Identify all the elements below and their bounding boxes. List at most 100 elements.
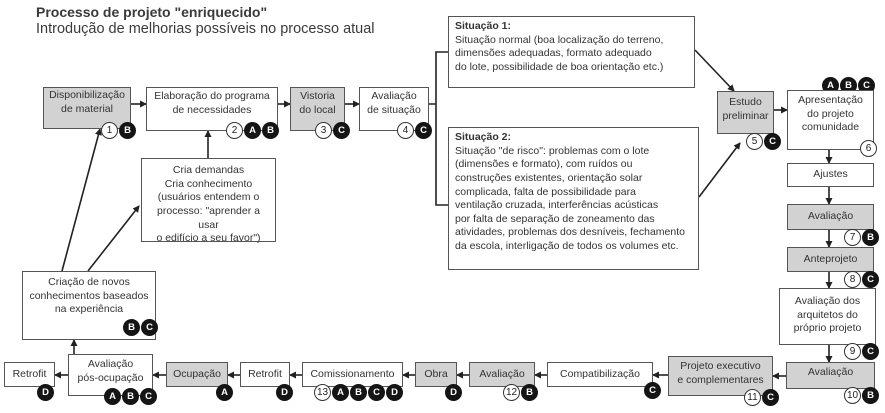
retrofit-mid-label: Retrofit (248, 367, 282, 380)
elaboracao-badges: 2 A B (226, 122, 279, 139)
criacao-conhecimentos-label: Criação de novos conhecimentos baseados … (29, 276, 149, 316)
step-number-12: 12 (503, 384, 520, 401)
ocupacao-box: Ocupação (166, 362, 228, 387)
letter-badge: B (521, 384, 538, 401)
letter-badge: C (862, 343, 879, 360)
letter-badge: B (122, 388, 139, 405)
avaliacao-10-label: Avaliação (807, 365, 854, 378)
apresentacao-box: Apresentação do projeto comunidade (787, 90, 874, 150)
letter-badge: A (104, 388, 121, 405)
arrow-sit2-to-estudo (698, 142, 741, 198)
anteprojeto-box: Anteprojeto (787, 247, 874, 272)
letter-badge: C (762, 389, 779, 406)
criacao-conhecimentos-badges: B C (123, 319, 158, 336)
ajustes-label: Ajustes (813, 168, 848, 181)
apresentacao-top-badges: A B C (822, 77, 875, 94)
obra-box: Obra (415, 362, 457, 387)
retrofit-left-badges: D (37, 384, 54, 401)
letter-badge: D (37, 384, 54, 401)
obra-label: Obra (424, 367, 448, 380)
step-number-1: 1 (101, 122, 118, 139)
estudo-preliminar-badges: 5 C (746, 133, 781, 150)
avaliacao-12-box: Avaliação (469, 362, 535, 387)
avaliacao-10-box: Avaliação (786, 362, 875, 389)
anteprojeto-badges: 8 C (844, 271, 879, 288)
ocupacao-badges: A (216, 384, 233, 401)
letter-badge: A (244, 122, 261, 139)
bracket-situacoes (429, 51, 448, 206)
letter-badge: B (840, 77, 857, 94)
avaliacao-situacao-badges: 4 C (397, 122, 432, 139)
comissionamento-label: Comissionamento (310, 367, 395, 380)
arrow-criacao-to-1 (61, 128, 102, 272)
arrow-criacao-to-demandas (87, 205, 140, 272)
avaliacao-10-badges: 10 B (844, 387, 879, 404)
retrofit-left-box: Retrofit (4, 362, 55, 387)
step-number-8: 8 (844, 271, 861, 288)
criacao-conhecimentos-box: Criação de novos conhecimentos baseados … (22, 271, 156, 340)
letter-badge: A (332, 384, 349, 401)
avaliacao-arquitetos-label: Avaliação dos arquitetos do próprio proj… (793, 295, 862, 335)
cria-demandas-box: Cria demandas Cria conhecimento (usuário… (141, 158, 276, 244)
obra-badges: D (445, 384, 462, 401)
ocupacao-label: Ocupação (173, 367, 221, 380)
step-number-10: 10 (844, 387, 861, 404)
anteprojeto-label: Anteprojeto (803, 252, 858, 265)
diagram-subtitle: Introdução de melhorias possíveis no pro… (36, 21, 375, 37)
projeto-executivo-label: Projeto executivo e complementares (677, 360, 764, 386)
cria-demandas-label: Cria demandas Cria conhecimento (usuário… (156, 164, 261, 245)
letter-badge: C (644, 382, 661, 399)
arrow-sit1-to-estudo (694, 49, 735, 92)
situacao-2-box: Situação 2: Situação "de risco": problem… (448, 127, 699, 270)
avaliacao-arquitetos-box: Avaliação dos arquitetos do próprio proj… (779, 288, 876, 345)
diagram-title: Processo de projeto "enriquecido" (36, 4, 268, 20)
letter-badge: C (862, 271, 879, 288)
step-number-4: 4 (397, 122, 414, 139)
ajustes-box: Ajustes (787, 163, 874, 187)
situacao-1-title: Situação 1: (455, 20, 512, 32)
letter-badge: D (386, 384, 403, 401)
letter-badge: B (350, 384, 367, 401)
letter-badge: D (445, 384, 462, 401)
letter-badge: C (140, 388, 157, 405)
avaliacao-situacao-label: Avaliação de situação (367, 90, 421, 116)
avaliacao-arquitetos-badges: 9 C (844, 343, 879, 360)
disponibilizacao-label: Disponibilização de material (49, 89, 125, 115)
estudo-preliminar-box: Estudo preliminar (717, 91, 774, 134)
step-number-3: 3 (315, 122, 332, 139)
retrofit-mid-box: Retrofit (240, 362, 290, 387)
letter-badge: B (123, 319, 140, 336)
estudo-preliminar-label: Estudo preliminar (722, 95, 769, 122)
elaboracao-box: Elaboração do programa de necessidades (146, 87, 278, 131)
avaliacao-7-badges: 7 B (844, 229, 879, 246)
retrofit-left-label: Retrofit (12, 367, 47, 380)
apresentacao-label: Apresentação do projeto comunidade (798, 94, 863, 134)
comissionamento-badges: 13 A B C D (314, 384, 403, 401)
compatibilizacao-label: Compatibilização (560, 367, 640, 380)
step-number-6: 6 (860, 140, 877, 157)
step-number-9: 9 (844, 343, 861, 360)
situacao-1-text: Situação normal (boa localização do terr… (455, 33, 664, 73)
retrofit-mid-badges: D (276, 384, 293, 401)
projeto-executivo-badges: 11 C (744, 389, 779, 406)
avaliacao-12-badges: 12 B (503, 384, 538, 401)
step-number-11: 11 (744, 389, 761, 406)
compatibilizacao-box: Compatibilização (547, 362, 653, 387)
disponibilizacao-box: Disponibilização de material (43, 87, 131, 129)
situacao-2-text: Situação "de risco": problemas com o lot… (455, 144, 685, 253)
avaliacao-12-label: Avaliação (479, 367, 525, 380)
letter-badge: A (216, 384, 233, 401)
compatibilizacao-badges: C (644, 382, 661, 399)
step-number-2: 2 (226, 122, 243, 139)
letter-badge: C (368, 384, 385, 401)
avaliacao-pos-ocupacao-badges: A B C (104, 388, 157, 405)
step-number-13: 13 (314, 384, 331, 401)
apresentacao-number-badge: 6 (860, 140, 877, 157)
step-number-7: 7 (844, 229, 861, 246)
letter-badge: C (415, 122, 432, 139)
letter-badge: D (276, 384, 293, 401)
letter-badge: C (141, 319, 158, 336)
letter-badge: B (862, 387, 879, 404)
elaboracao-label: Elaboração do programa de necessidades (154, 90, 270, 116)
